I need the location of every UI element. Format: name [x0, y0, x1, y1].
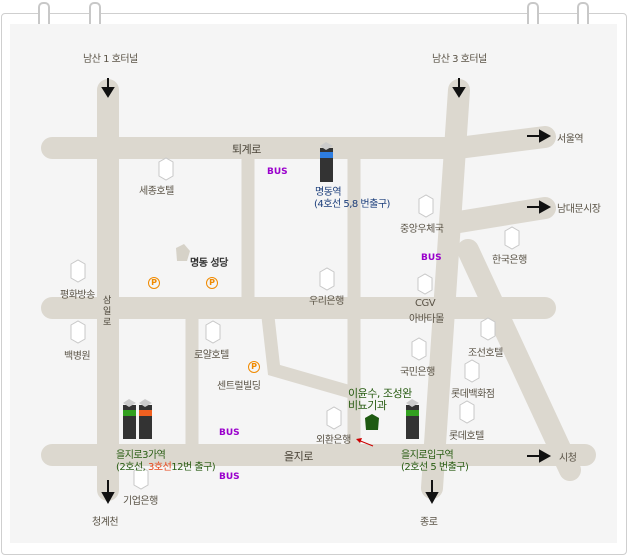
road-street	[260, 307, 356, 400]
road-name-euljiro: 을지로	[284, 450, 313, 463]
building-icon	[459, 400, 475, 424]
label-namsan1-tunnel: 남산 1 호터널	[83, 54, 138, 65]
road-name-samilro: 삼일로	[103, 296, 111, 328]
building-icon	[418, 194, 434, 218]
label-bank-of-korea: 한국은행	[492, 255, 527, 266]
label-clinic-type: 비뇨기과	[348, 399, 387, 412]
label-euljiro3-exit: (2호선, 3호선12번 출구)	[116, 458, 216, 473]
station-euljiro1-icon	[406, 399, 419, 439]
road-diagonal	[457, 239, 581, 481]
cathedral-icon	[176, 244, 190, 261]
parking-icon: P	[248, 361, 260, 373]
exit-line2: (2호선,	[116, 462, 149, 473]
label-sejong-hotel: 세종호텔	[139, 186, 174, 197]
exit-number: 12번 출구)	[171, 462, 216, 473]
arrow-down-icon	[101, 78, 115, 98]
label-jongno: 종로	[420, 517, 438, 528]
label-myeongdong-station: 명동역	[315, 187, 342, 198]
road-toegye	[41, 126, 556, 159]
bus-stop-label: BUS	[421, 253, 442, 263]
label-woori-bank: 우리은행	[309, 296, 344, 307]
label-kookmin-bank: 국민은행	[400, 367, 435, 378]
label-central-post-office: 중앙우체국	[400, 224, 444, 235]
direction-arrows	[101, 78, 552, 505]
building-icon	[133, 466, 149, 490]
exit-line3: 3호선	[148, 462, 172, 473]
label-baek-hospital: 백병원	[64, 351, 91, 362]
label-lotte-hotel: 롯데호텔	[449, 431, 484, 442]
label-city-hall: 시청	[559, 453, 577, 464]
bus-stop-label: BUS	[267, 167, 288, 177]
pointer-arrow-icon	[356, 438, 374, 447]
building-icon	[411, 337, 427, 361]
label-ibk-bank: 기업은행	[123, 496, 158, 507]
parking-icon: P	[148, 277, 160, 289]
arrow-right-icon	[527, 200, 552, 214]
label-pyeonghwa-broadcasting: 평화방송	[60, 290, 95, 301]
label-avatar-mall: 아바타몰	[409, 314, 444, 325]
building-icon	[205, 320, 221, 344]
building-icon	[70, 259, 86, 283]
label-euljiro3-station: 을지로3가역	[116, 450, 166, 461]
label-keb-bank: 외환은행	[316, 435, 351, 446]
building-icon	[319, 267, 335, 291]
building-icon	[417, 273, 433, 295]
arrow-right-icon	[527, 449, 552, 463]
label-namsan3-tunnel: 남산 3 호터널	[432, 54, 487, 65]
label-myeongdong-cathedral: 명동 성당	[190, 258, 228, 269]
arrow-right-icon	[527, 129, 552, 143]
station-myeongdong-icon	[320, 142, 333, 182]
bus-stop-label: BUS	[219, 472, 240, 482]
arrow-down-icon	[101, 480, 115, 505]
label-myeongdong-exit: (4호선 5,8 번출구)	[314, 199, 390, 210]
station-euljiro3-line3-icon	[139, 399, 152, 439]
label-lotte-department-store: 롯데백화점	[451, 389, 495, 400]
bus-stop-label: BUS	[219, 428, 240, 438]
building-icon	[480, 317, 496, 341]
building-icon	[464, 359, 480, 383]
label-namdaemun-market: 남대문시장	[557, 204, 601, 215]
label-central-building: 센트럴빌딩	[217, 381, 261, 392]
label-cheonggyecheon: 청계천	[92, 517, 119, 528]
building-icon	[70, 320, 86, 344]
label-royal-hotel: 로얄호텔	[194, 350, 229, 361]
road-name-toegyero: 퇴계로	[232, 143, 261, 156]
road-namdaemun	[448, 197, 556, 233]
label-chosun-hotel: 조선호텔	[468, 348, 503, 359]
label-cgv: CGV	[415, 298, 436, 309]
label-seoul-station: 서울역	[557, 134, 584, 145]
arrow-down-icon	[452, 78, 466, 98]
building-icon	[326, 406, 342, 430]
label-euljiro1-station: 을지로입구역	[401, 450, 454, 461]
building-icon	[504, 226, 520, 250]
arrow-down-icon	[425, 480, 439, 505]
station-euljiro3-line2-icon	[123, 399, 136, 439]
label-euljiro1-exit: (2호선 5 번출구)	[401, 462, 469, 473]
clinic-marker-icon	[365, 414, 379, 430]
label-clinic-name: 이윤수, 조성완	[348, 387, 412, 400]
parking-icon: P	[206, 277, 218, 289]
building-icon	[158, 157, 174, 181]
